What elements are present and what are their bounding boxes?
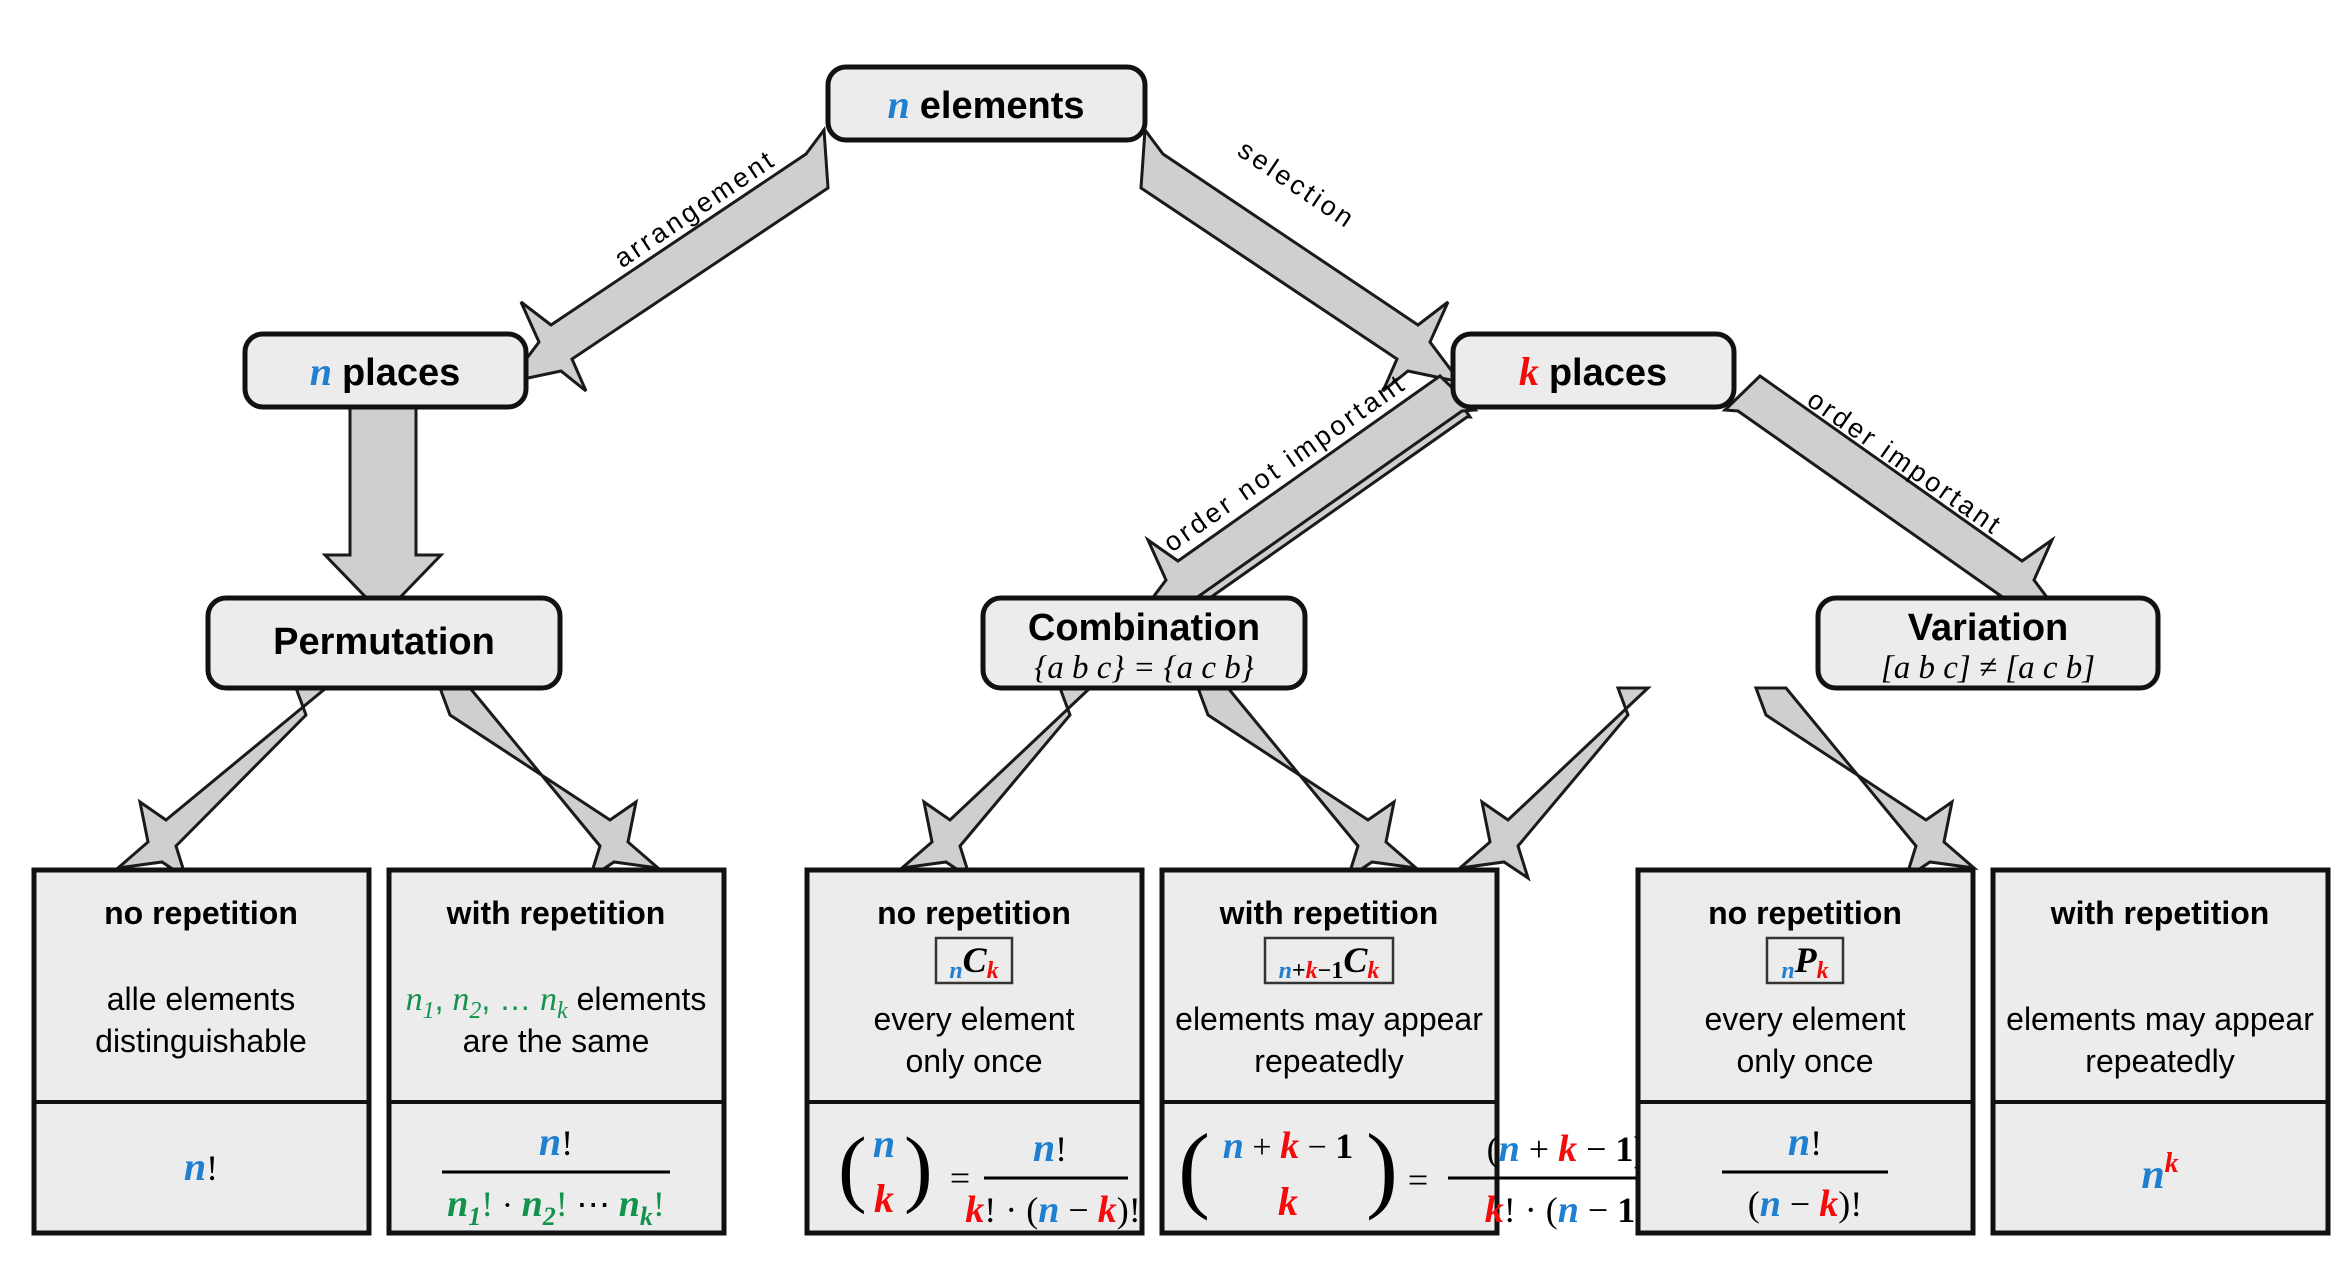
leaf-heading: no repetition [104, 895, 298, 931]
leaf-variation-with-repetition[interactable]: with repetition elements may appear repe… [1990, 867, 2331, 1236]
leaf-body-line1: elements may appear [2006, 1001, 2314, 1037]
binomial-top: n [873, 1121, 895, 1166]
leaf-permutation-with-repetition[interactable]: with repetition n1, n2, … nk elements ar… [386, 867, 727, 1236]
node-k-places-box[interactable] [1450, 331, 1737, 410]
leaf-formula: nk [2141, 1148, 2178, 1198]
paren-open: ( [1178, 1114, 1210, 1221]
formula-numerator: n! [539, 1119, 573, 1164]
node-variation-title: Variation [1908, 607, 2069, 649]
leaf-heading: with repetition [1219, 895, 1439, 931]
leaf-formula: n! n1! · n2! ⋯ nk! [442, 1119, 670, 1231]
node-permutation[interactable]: Permutation [205, 595, 563, 691]
leaf-body-line2: distinguishable [95, 1023, 307, 1059]
leaf-body-line1: alle elements [107, 981, 296, 1017]
node-variation[interactable]: Variation [a b c] ≠ [a c b] [1815, 595, 2161, 691]
arrow-variation-with-repetition [1753, 686, 1979, 882]
formula-numerator: (n + k − 1)! [1487, 1128, 1658, 1170]
leaf-box[interactable] [31, 867, 372, 1236]
leaf-body-line2: only once [906, 1043, 1043, 1079]
symbol-n: n [888, 82, 910, 127]
arrow-order-not-important [1132, 374, 1479, 636]
leaf-box[interactable] [1159, 867, 1500, 1236]
arrow-variation-no-repetition [1455, 686, 1652, 882]
node-combination-subtitle: {a b c} = {a c b} [1034, 650, 1254, 686]
leaf-body-line2: only once [1737, 1043, 1874, 1079]
node-permutation-title: Permutation [273, 621, 495, 663]
node-combination-box[interactable] [980, 595, 1308, 691]
node-n-elements-box[interactable] [825, 64, 1148, 143]
paren-close: ) [1366, 1114, 1398, 1221]
leaf-body-line1: elements may appear [1175, 1001, 1483, 1037]
notation-text: nPk [1781, 940, 1828, 984]
notation-frame [1765, 936, 1845, 985]
leaf-box[interactable] [1990, 867, 2331, 1236]
notation-frame [934, 936, 1014, 985]
leaf-heading: no repetition [877, 895, 1071, 931]
leaf-formula: ( n k ) = n! k! · (n − k)! [838, 1119, 1141, 1231]
paren-close: ) [904, 1119, 933, 1215]
formula-numerator: n! [1033, 1125, 1067, 1170]
arrow-combination-no-repetition [897, 686, 1094, 882]
leaf-heading: with repetition [446, 895, 666, 931]
symbol-k: k [1519, 349, 1539, 394]
leaf-heading: no repetition [1708, 895, 1902, 931]
notation-npk: nPk [1765, 936, 1845, 985]
leaf-body-line1: every element [1705, 1001, 1906, 1037]
formula-numerator: n! [1788, 1119, 1822, 1164]
notation-nck: nCk [934, 936, 1014, 985]
notation-npkm1ck: n+k−1Ck [1263, 936, 1395, 985]
leaf-permutation-no-repetition[interactable]: no repetition alle elements distinguisha… [31, 867, 372, 1236]
leaf-body-line2: repeatedly [1254, 1043, 1403, 1079]
leaf-box[interactable] [804, 867, 1145, 1236]
arrow-combination-with-repetition [1195, 686, 1421, 882]
formula-denominator: (n − k)! [1748, 1183, 1862, 1225]
symbol-n: n [310, 349, 332, 394]
formula-denominator: k! · (n − k)! [965, 1189, 1140, 1231]
notation-frame [1263, 936, 1395, 985]
node-variation-box[interactable] [1815, 595, 2161, 691]
node-combination[interactable]: Combination {a b c} = {a c b} [980, 595, 1308, 691]
leaf-heading: with repetition [2050, 895, 2270, 931]
arrow-permutation-no-repetition [113, 686, 331, 882]
notation-text: n+k−1Ck [1279, 940, 1380, 984]
equals-sign: = [950, 1158, 970, 1198]
arrow-permutation-with-repetition [437, 686, 663, 882]
binomial-top: n + k − 1 [1223, 1125, 1354, 1167]
arrow-order-important [1721, 374, 2068, 630]
leaf-combination-with-repetition[interactable]: with repetition n+k−1Ck elements may app… [1159, 867, 1690, 1236]
binomial-bottom: k [1278, 1179, 1298, 1224]
leaf-body-line2: are the same [463, 1023, 650, 1059]
notation-text: nCk [949, 940, 998, 984]
node-permutation-box[interactable] [205, 595, 563, 691]
leaf-body-line2: repeatedly [2085, 1043, 2234, 1079]
formula-denominator: n1! · n2! ⋯ nk! [447, 1183, 665, 1231]
node-variation-subtitle: [a b c] ≠ [a c b] [1881, 650, 2095, 686]
binomial-bottom: k [874, 1176, 894, 1221]
leaf-formula: n! [184, 1144, 218, 1189]
leaf-variation-no-repetition[interactable]: no repetition nPk every element only onc… [1635, 867, 1976, 1236]
leaf-body-line1: n1, n2, … nk elements [406, 981, 707, 1024]
equals-sign: = [1408, 1160, 1428, 1200]
paren-open: ( [838, 1119, 867, 1215]
leaf-body-line1: every element [874, 1001, 1075, 1037]
formula-denominator: k! · (n − 1)! [1485, 1189, 1659, 1231]
leaf-combination-no-repetition[interactable]: no repetition nCk every element only onc… [804, 867, 1145, 1236]
node-n-places-box[interactable] [242, 331, 529, 410]
arrow-n-places-to-permutation [321, 405, 445, 618]
leaf-formula: n! (n − k)! [1722, 1119, 1888, 1225]
node-combination-title: Combination [1028, 607, 1260, 649]
